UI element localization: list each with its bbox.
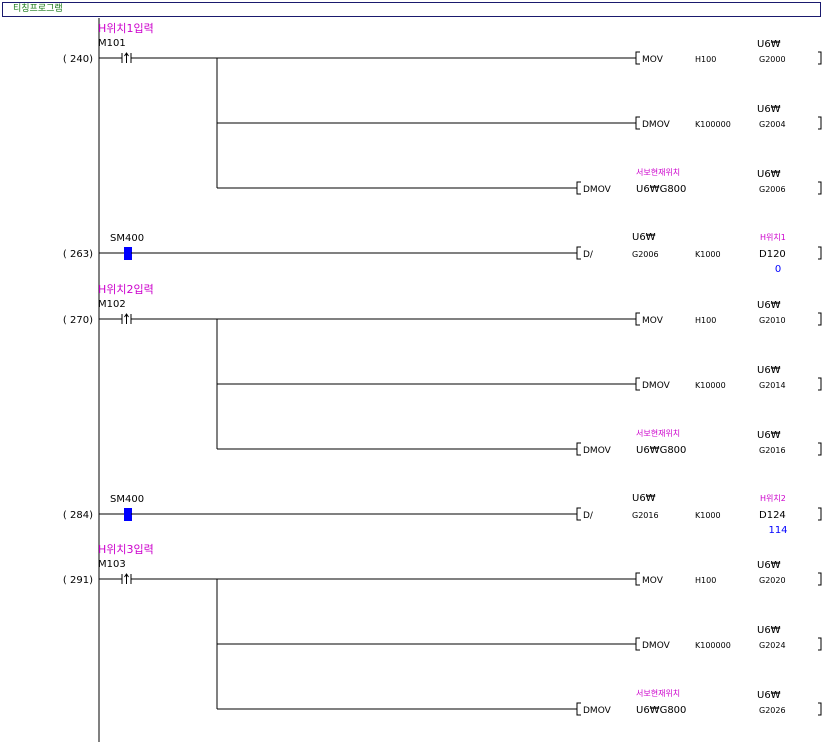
instruction-op[interactable]: MOV <box>642 576 664 586</box>
operand-dest-module: U6₩ <box>757 39 781 50</box>
instruction-op[interactable]: DMOV <box>583 185 612 195</box>
instruction-left-bracket <box>576 181 581 195</box>
instruction-right-bracket <box>818 116 822 130</box>
program-title: 티칭프로그램 <box>13 4 63 14</box>
instruction-op[interactable]: DMOV <box>642 120 671 130</box>
operand-source: K10000 <box>695 381 726 390</box>
device-comment: H위치1입력 <box>98 22 154 35</box>
operand-source: K100000 <box>695 641 731 650</box>
operand-comment: 서보현재위치 <box>636 168 680 177</box>
step-number: ( 284) <box>63 510 93 521</box>
operand-dest: G2020 <box>759 576 786 585</box>
operand-dest: G2026 <box>759 706 786 715</box>
device-comment: H위치3입력 <box>98 543 154 556</box>
operand-dest-module: U6₩ <box>757 560 781 571</box>
operand-comment: 서보현재위치 <box>636 429 680 438</box>
operand-source: U6₩G800 <box>636 184 686 195</box>
monitor-value: 0 <box>775 264 781 275</box>
instruction-left-bracket <box>635 637 640 651</box>
instruction-right-bracket <box>818 51 822 65</box>
operand-dest: D120 <box>759 249 786 260</box>
step-number: ( 240) <box>63 54 93 65</box>
instruction-left-bracket <box>576 507 581 521</box>
instruction-right-bracket <box>818 181 822 195</box>
operand-source: U6₩G800 <box>636 705 686 716</box>
device-label[interactable]: SM400 <box>110 494 144 505</box>
instruction-right-bracket <box>818 312 822 326</box>
program-title-bar: 티칭프로그램 <box>2 2 821 17</box>
operand-source-module: U6₩ <box>632 493 656 504</box>
instruction-left-bracket <box>635 51 640 65</box>
operand-source: H100 <box>695 576 716 585</box>
operand-dest: G2004 <box>759 120 786 129</box>
operand-dest-module: U6₩ <box>757 430 781 441</box>
rising-edge-icon <box>124 573 129 584</box>
instruction-right-bracket <box>818 637 822 651</box>
operand-dest-comment: H위치1 <box>760 233 786 242</box>
operand-dest: G2014 <box>759 381 786 390</box>
operand-source-2: K1000 <box>695 511 721 520</box>
step-number: ( 270) <box>63 315 93 326</box>
instruction-op[interactable]: DMOV <box>583 706 612 716</box>
instruction-left-bracket <box>576 246 581 260</box>
instruction-right-bracket <box>818 507 822 521</box>
operand-dest: G2024 <box>759 641 786 650</box>
operand-dest: G2016 <box>759 446 786 455</box>
contact-on-indicator[interactable] <box>124 247 132 260</box>
step-number: ( 263) <box>63 249 93 260</box>
instruction-right-bracket <box>818 377 822 391</box>
rising-edge-icon <box>124 52 129 63</box>
instruction-left-bracket <box>576 702 581 716</box>
instruction-op[interactable]: DMOV <box>642 641 671 651</box>
instruction-right-bracket <box>818 702 822 716</box>
operand-dest-module: U6₩ <box>757 625 781 636</box>
instruction-op[interactable]: DMOV <box>583 446 612 456</box>
instruction-right-bracket <box>818 246 822 260</box>
operand-source-2: K1000 <box>695 250 721 259</box>
operand-dest-module: U6₩ <box>757 690 781 701</box>
instruction-left-bracket <box>635 377 640 391</box>
operand-source: H100 <box>695 316 716 325</box>
operand-dest-comment: H위치2 <box>760 494 786 503</box>
device-label[interactable]: SM400 <box>110 233 144 244</box>
operand-dest-module: U6₩ <box>757 169 781 180</box>
operand-dest: G2006 <box>759 185 786 194</box>
operand-source: G2006 <box>632 250 659 259</box>
instruction-op[interactable]: MOV <box>642 55 664 65</box>
operand-source: H100 <box>695 55 716 64</box>
operand-dest-module: U6₩ <box>757 104 781 115</box>
step-number: ( 291) <box>63 575 93 586</box>
operand-dest: G2000 <box>759 55 786 64</box>
instruction-op[interactable]: D/ <box>583 511 594 521</box>
instruction-left-bracket <box>635 116 640 130</box>
device-label[interactable]: M102 <box>98 299 126 310</box>
instruction-op[interactable]: MOV <box>642 316 664 326</box>
operand-comment: 서보현재위치 <box>636 689 680 698</box>
device-label[interactable]: M101 <box>98 38 126 49</box>
contact-on-indicator[interactable] <box>124 508 132 521</box>
rising-edge-icon <box>124 313 129 324</box>
operand-dest: D124 <box>759 510 786 521</box>
operand-dest-module: U6₩ <box>757 300 781 311</box>
monitor-value: 114 <box>768 525 787 536</box>
instruction-op[interactable]: DMOV <box>642 381 671 391</box>
instruction-left-bracket <box>635 572 640 586</box>
device-label[interactable]: M103 <box>98 559 126 570</box>
instruction-left-bracket <box>635 312 640 326</box>
operand-source: G2016 <box>632 511 659 520</box>
instruction-right-bracket <box>818 442 822 456</box>
operand-dest: G2010 <box>759 316 786 325</box>
device-comment: H위치2입력 <box>98 283 154 296</box>
operand-source: K100000 <box>695 120 731 129</box>
instruction-right-bracket <box>818 572 822 586</box>
operand-dest-module: U6₩ <box>757 365 781 376</box>
instruction-left-bracket <box>576 442 581 456</box>
instruction-op[interactable]: D/ <box>583 250 594 260</box>
operand-source: U6₩G800 <box>636 445 686 456</box>
operand-source-module: U6₩ <box>632 232 656 243</box>
